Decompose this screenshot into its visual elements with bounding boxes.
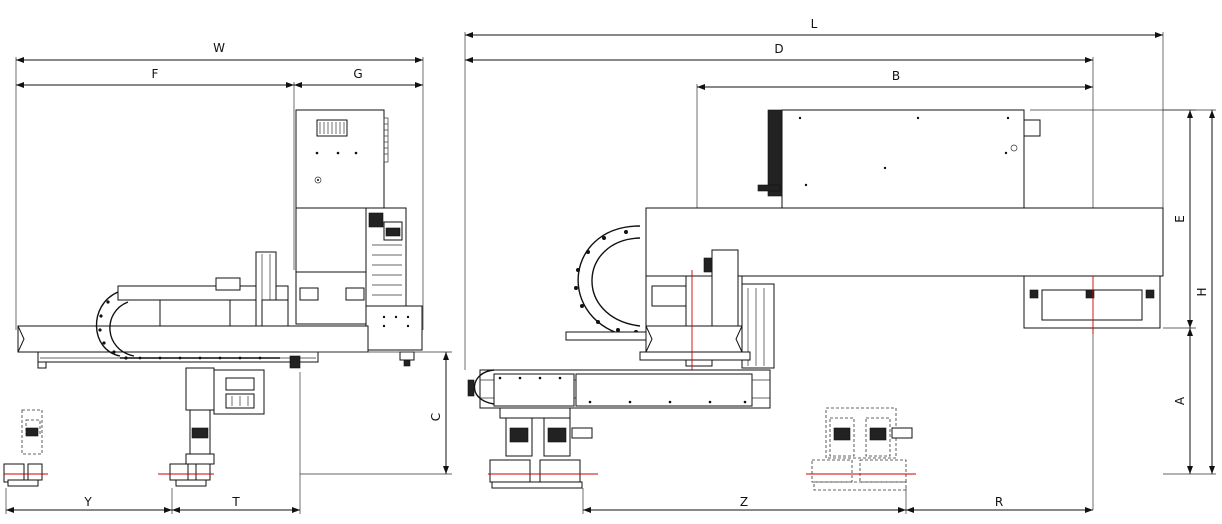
front-view: L D B (464, 17, 1216, 514)
dim-label-t: T (231, 495, 240, 509)
horizontal-beam (645, 207, 1164, 277)
main-beam (17, 325, 369, 353)
dim-label-r: R (995, 495, 1003, 509)
cable-chain (95, 291, 121, 357)
dim-label-y: Y (83, 495, 92, 509)
front-cable-chain (577, 225, 641, 339)
top-cabinet (781, 109, 1025, 209)
side-view: W F G (3, 41, 452, 514)
dim-label-a: A (1173, 396, 1187, 405)
dim-label-h: H (1195, 287, 1209, 296)
dim-label-g: G (353, 67, 362, 81)
dim-label-l: L (811, 17, 818, 31)
dim-label-d: D (774, 42, 783, 56)
dim-label-c: C (429, 413, 443, 421)
dim-label-z: Z (740, 495, 748, 509)
dim-label-w: W (213, 41, 225, 55)
dim-label-e: E (1173, 215, 1187, 223)
dim-label-f: F (152, 67, 159, 81)
dim-label-b: B (892, 69, 900, 83)
